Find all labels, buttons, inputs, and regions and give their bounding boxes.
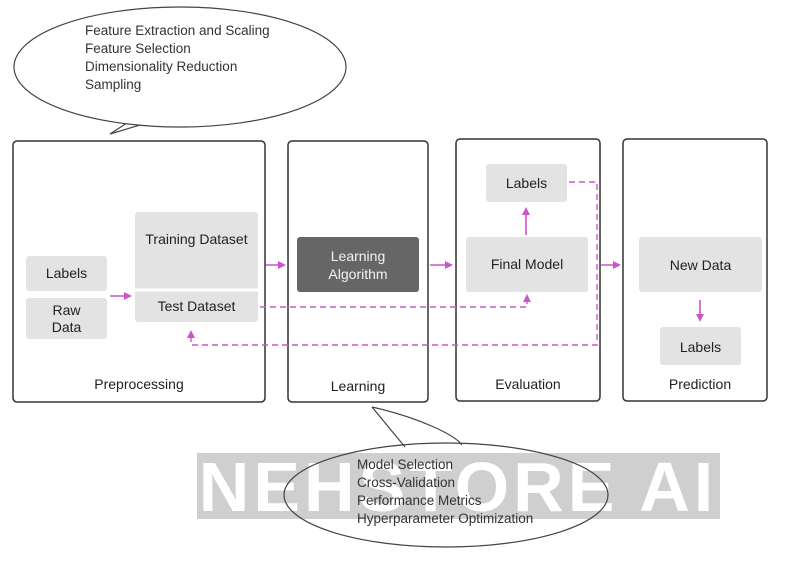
raw-data-text: Data — [52, 319, 82, 335]
evaluation-labels-box — [486, 164, 567, 202]
prediction-labels-text: Labels — [680, 339, 721, 355]
new-data-box — [639, 237, 762, 292]
learning-algorithm-box — [297, 237, 419, 292]
training-dataset-text: Training Dataset — [145, 231, 247, 247]
flow-arrows — [110, 207, 704, 322]
top-speech-bubble: Feature Extraction and Scaling Feature S… — [13, 6, 347, 135]
bottom-bubble-tail-left — [371, 406, 406, 448]
prediction-stage-title: Prediction — [669, 376, 731, 392]
test-dataset-text: Test Dataset — [158, 298, 236, 314]
final-model-text: Final Model — [491, 256, 563, 272]
bottom-bubble-line: Model Selection — [357, 457, 453, 472]
top-bubble-line: Dimensionality Reduction — [85, 59, 237, 74]
top-bubble-shape — [13, 6, 347, 128]
bottom-bubble-shape — [283, 442, 609, 548]
dataset-box — [135, 212, 258, 322]
learning-algorithm-text: Algorithm — [328, 266, 387, 282]
bottom-bubble-line: Performance Metrics — [357, 493, 482, 508]
preprocessing-stage-title: Preprocessing — [94, 376, 184, 392]
bottom-bubble-line: Hyperparameter Optimization — [357, 511, 533, 526]
evaluation-stage-title: Evaluation — [495, 376, 560, 392]
watermark: NEHSTORE AI — [197, 448, 720, 526]
final-model-box — [466, 237, 588, 292]
top-bubble-tail-mask — [135, 100, 195, 114]
prediction-labels-box — [660, 327, 741, 365]
preprocessing-labels-text: Labels — [46, 265, 87, 281]
preprocessing-labels-box — [26, 256, 107, 291]
learning-stage-title: Learning — [331, 378, 386, 394]
bottom-bubble-line: Cross-Validation — [357, 475, 455, 490]
top-bubble-line: Feature Selection — [85, 41, 191, 56]
raw-data-box — [26, 298, 107, 339]
feedback-arrows — [187, 181, 598, 346]
raw-data-text: Raw — [52, 302, 81, 318]
watermark-text: NEHSTORE AI — [199, 448, 718, 526]
evaluation-labels-text: Labels — [506, 175, 547, 191]
top-bubble-line: Feature Extraction and Scaling — [85, 23, 270, 38]
top-bubble-line: Sampling — [85, 77, 141, 92]
test-to-model-dashed-arrow — [260, 294, 531, 308]
learning-algorithm-text: Learning — [331, 248, 386, 264]
labels-to-test-dashed-arrow — [187, 181, 598, 346]
bottom-speech-bubble: Model Selection Cross-Validation Perform… — [283, 406, 609, 548]
watermark-band — [197, 453, 720, 519]
bottom-bubble-tail-right — [371, 406, 463, 446]
new-data-text: New Data — [670, 257, 732, 273]
